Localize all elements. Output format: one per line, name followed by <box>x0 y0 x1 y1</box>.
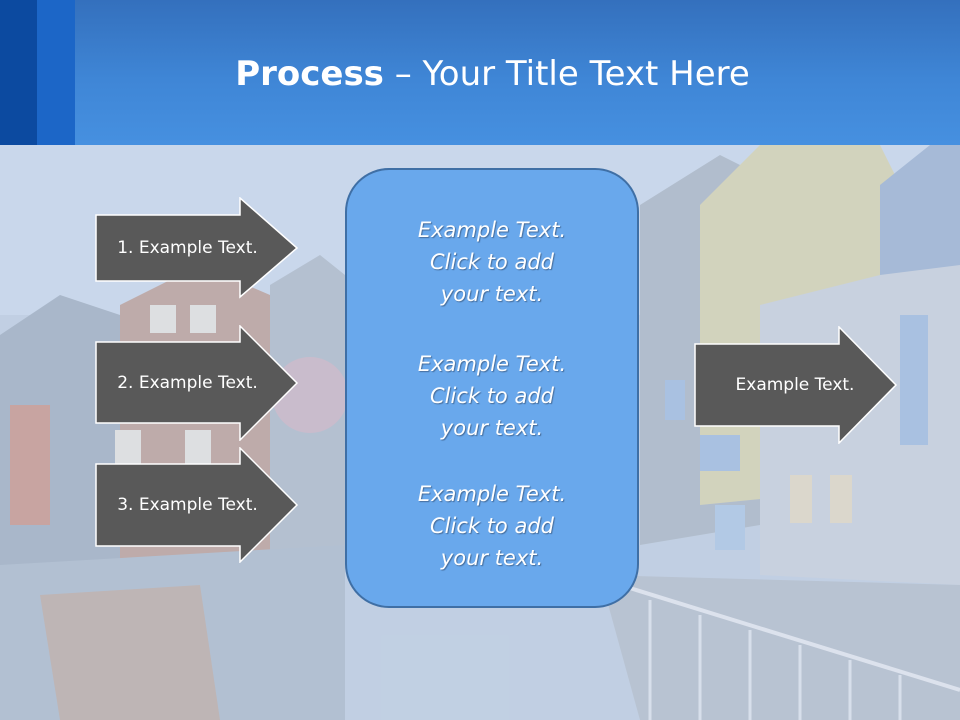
center-line: your text. <box>440 282 544 306</box>
center-line: Example Text. <box>417 352 567 376</box>
result-arrow[interactable]: Example Text. <box>694 326 898 444</box>
center-line: Example Text. <box>417 218 567 242</box>
result-label: Example Text. <box>735 375 855 395</box>
center-text-block-3: Example Text. Click to add your text. <box>347 478 637 574</box>
center-line: Click to add <box>429 384 554 408</box>
center-line: Click to add <box>429 514 554 538</box>
center-line: Example Text. <box>417 482 567 506</box>
header-accent-mid <box>37 0 75 145</box>
title-rest: – Your Title Text Here <box>383 54 750 94</box>
center-line: Click to add <box>429 250 554 274</box>
center-line: your text. <box>440 546 544 570</box>
step-arrow-2[interactable]: 2. Example Text. <box>95 325 299 441</box>
center-text-box[interactable]: Example Text. Click to add your text. Ex… <box>345 168 639 608</box>
header-accent-dark <box>0 0 37 145</box>
slide-title[interactable]: Process – Your Title Text Here <box>0 52 960 96</box>
title-bold-word: Process <box>235 54 384 94</box>
center-text-block-2: Example Text. Click to add your text. <box>347 348 637 444</box>
center-line: your text. <box>440 416 544 440</box>
step-arrow-3[interactable]: 3. Example Text. <box>95 447 299 563</box>
step-label-2: 2. Example Text. <box>117 373 258 393</box>
step-arrow-1[interactable]: 1. Example Text. <box>95 197 299 299</box>
step-label-3: 3. Example Text. <box>117 495 258 515</box>
center-text-block-1: Example Text. Click to add your text. <box>347 214 637 310</box>
step-label-1: 1. Example Text. <box>117 238 258 258</box>
title-bar: Process – Your Title Text Here <box>0 0 960 145</box>
